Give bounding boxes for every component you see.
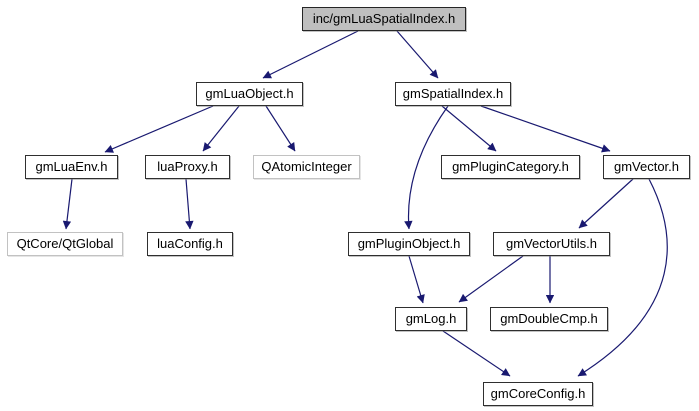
node-inc-gmluaspatialindex-h: inc/gmLuaSpatialIndex.h [302,7,466,31]
edge-gmLog-to-gmCoreConfig [442,330,511,377]
edge-root-to-gmLuaObject [262,30,359,79]
edge-gmSpatialIndex-to-gmVector [480,105,611,153]
node-qtcore-qtglobal: QtCore/QtGlobal [7,232,123,256]
edge-luaProxy-to-luaConfig [185,178,194,230]
edge-gmSpatialIndex-to-gmPluginCategory [441,105,497,152]
edge-gmPluginObject-to-gmLog [408,255,425,304]
node-gmlog-h[interactable]: gmLog.h [395,307,467,331]
node-luaconfig-h[interactable]: luaConfig.h [147,232,233,256]
node-gmcoreconfig-h[interactable]: gmCoreConfig.h [483,382,593,406]
node-gmplugincategory-h[interactable]: gmPluginCategory.h [441,155,580,179]
node-gmpluginobject-h[interactable]: gmPluginObject.h [348,232,470,256]
edge-root-to-gmSpatialIndex [396,30,439,79]
edge-gmLuaEnv-to-QtCoreQtGlobal [62,178,73,230]
edge-gmVector-to-gmVectorUtils [578,178,634,229]
edge-gmVector-to-gmCoreConfig [577,178,668,377]
node-qatomicinteger: QAtomicInteger [253,155,360,179]
edge-gmVectorUtils-to-gmLog [458,255,524,303]
node-luaproxy-h[interactable]: luaProxy.h [145,155,230,179]
node-gmdoublecmp-h[interactable]: gmDoubleCmp.h [490,307,608,331]
node-gmvectorutils-h[interactable]: gmVectorUtils.h [493,232,610,256]
edge-gmLuaObject-to-gmLuaEnv [104,105,214,153]
node-gmspatialindex-h[interactable]: gmSpatialIndex.h [395,82,511,106]
edge-gmLuaObject-to-luaProxy [202,105,240,152]
node-gmluaobject-h[interactable]: gmLuaObject.h [196,82,303,106]
node-gmvector-h[interactable]: gmVector.h [603,155,690,179]
node-gmluaenv-h[interactable]: gmLuaEnv.h [25,155,118,179]
edge-gmSpatialIndex-to-gmPluginObject [404,105,449,230]
edge-gmLuaObject-to-QAtomicInteger [265,105,296,152]
